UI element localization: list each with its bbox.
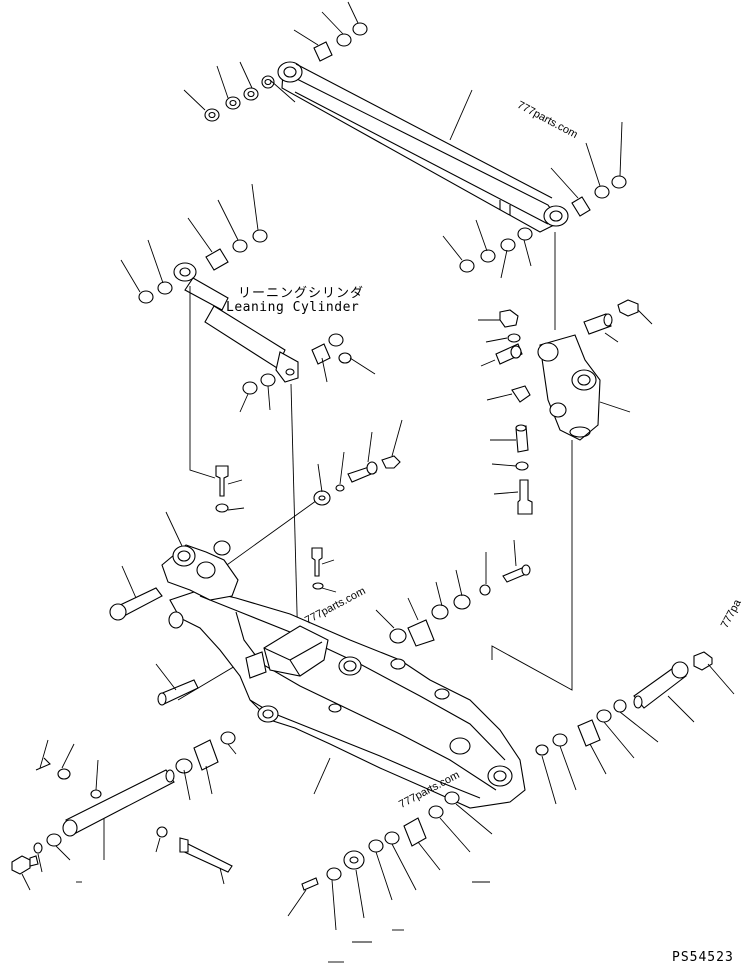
leaning-cylinder [173,262,299,383]
bottom-washers [287,791,493,931]
cylinder-label-japanese: リーニングシリンダ [238,286,365,301]
leader-line [449,89,473,141]
mid-bolts [215,419,403,593]
main-frame [168,589,526,809]
top-right-washers [442,121,627,279]
lower-left-pin-assembly [11,731,237,891]
center-pin-parts [375,539,531,647]
cylinder-label-english: Leaning Cylinder [226,300,360,315]
frame-top-bracket [161,511,239,601]
cylinder-washers [120,183,376,413]
guide-lines [177,232,573,701]
pivot-bracket [537,334,631,441]
lower-right-pin-assembly [535,651,735,805]
bracket-small-parts [478,299,653,515]
bracket-pin [109,565,199,706]
upper-link-bar [277,61,569,233]
drawing-code: PS54523 [672,950,734,965]
stray-marks [76,881,490,963]
top-left-washers [183,1,368,122]
